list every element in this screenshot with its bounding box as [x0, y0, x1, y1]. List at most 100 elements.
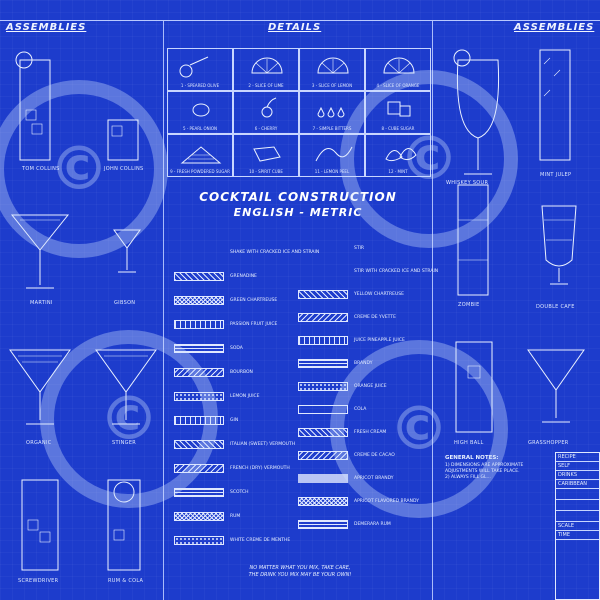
legend-item: WHITE CREME DE MENTHE	[174, 536, 292, 546]
caption-double-cafe: DOUBLE CAFE	[536, 304, 575, 310]
footer-line-2: THE DRINK YOU MIX MAY BE YOUR OWN!	[248, 572, 352, 578]
legend-item: LEMON JUICE	[174, 392, 292, 402]
detail-cell: 6 - CHERRY	[233, 91, 299, 134]
legend-label: STIR	[354, 246, 365, 251]
organic-glass-icon	[9, 349, 71, 425]
legend-item: GREEN CHARTREUSE	[174, 296, 292, 306]
legend-swatch	[298, 428, 348, 438]
legend-item: GRENADINE	[174, 272, 292, 282]
caption-organic: ORGANIC	[26, 440, 52, 446]
recipe-title-block: RECIPE SELF DRINKS CARIBBEAN SCALE TIME	[555, 452, 600, 600]
detail-label: 3 - SLICE OF LEMON	[311, 83, 353, 88]
caption-martini: MARTINI	[30, 300, 53, 306]
legend-swatch	[298, 520, 348, 530]
screwdriver-glass-icon	[21, 479, 59, 571]
legend-swatch	[174, 416, 224, 425]
caption-mint-julep: MINT JULEP	[540, 172, 572, 178]
page-subtitle: ENGLISH - METRIC	[233, 206, 363, 219]
caption-stinger: STINGER	[112, 440, 137, 446]
top-rule	[0, 20, 600, 21]
legend-swatch	[174, 272, 224, 281]
general-notes: GENERAL NOTES: 1) DIMENSIONS ARE APPROXI…	[445, 455, 555, 481]
legend-item: YELLOW CHARTREUSE	[298, 290, 428, 300]
note-line: ADJUSTMENTS WILL TAKE PLACE.	[445, 469, 520, 474]
legend-swatch	[298, 290, 348, 300]
legend-item: STIR	[298, 244, 428, 254]
legend-swatch	[298, 497, 348, 507]
legend-label: CREME DE CACAO	[354, 453, 395, 459]
recipe-row: SELF	[556, 462, 599, 471]
legend-label: FRENCH (DRY) VERMOUTH	[230, 466, 290, 471]
legend-item: DEMERARA RUM	[298, 520, 428, 530]
legend-label: SHAKE WITH CRACKED ICE AND STRAIN	[230, 250, 320, 255]
caption-rum-cola: RUM & COLA	[108, 578, 144, 584]
legend-label: SCOTCH	[230, 490, 249, 495]
legend-swatch	[174, 344, 224, 353]
recipe-row: CARIBBEAN	[556, 480, 599, 489]
lemon-slice-icon	[317, 57, 349, 74]
legend-label: LEMON JUICE	[230, 394, 260, 399]
tom-collins-glass-icon	[15, 51, 51, 161]
legend-label: PASSION FRUIT JUICE	[230, 322, 278, 327]
recipe-row	[556, 489, 599, 500]
legend-label: COLA	[354, 407, 367, 413]
caption-zombie: ZOMBIE	[458, 302, 480, 308]
legend-item: ORANGE JUICE	[298, 382, 428, 392]
detail-cell: 8 - CUBE SUGAR	[365, 91, 431, 134]
header-assemblies-left: ASSEMBLIES	[6, 22, 87, 33]
recipe-row	[556, 500, 599, 511]
caption-tom-collins: TOM COLLINS	[22, 166, 60, 172]
legend-swatch	[298, 336, 348, 346]
detail-cell: 9 - FRESH POWDERED SUGAR	[167, 134, 233, 177]
caption-gibson: GIBSON	[114, 300, 136, 306]
legend-label: ORANGE JUICE	[354, 384, 387, 390]
john-collins-glass-icon	[107, 119, 139, 161]
detail-cell: 11 - LEMON PEEL	[299, 134, 365, 177]
detail-label: 4 - SLICE OF ORANGE	[376, 83, 420, 88]
detail-label: 8 - CUBE SUGAR	[381, 126, 415, 131]
legend-swatch	[174, 440, 224, 449]
legend-label: JUICE PINEAPPLE JUICE	[354, 338, 405, 344]
legend-swatch	[298, 405, 348, 415]
legend-label: APRICOT FLAVORED BRANDY	[354, 499, 419, 505]
rum-cola-glass-icon	[107, 479, 141, 571]
legend-item: PASSION FRUIT JUICE	[174, 320, 292, 330]
legend-label: STIR WITH CRACKED ICE AND STRAIN	[354, 269, 439, 275]
legend-label: APRICOT BRANDY	[354, 476, 394, 482]
legend-item: FRENCH (DRY) VERMOUTH	[174, 464, 292, 474]
detail-cell: 1 - SPEARED OLIVE	[167, 48, 233, 91]
legend-item: SODA	[174, 344, 292, 354]
legend-item: FRESH CREAM	[298, 428, 428, 438]
lemon-peel-icon	[315, 146, 353, 162]
highball-glass-icon	[455, 341, 493, 433]
legend-label: GREEN CHARTREUSE	[230, 298, 278, 303]
legend-item: RUM	[174, 512, 292, 522]
legend-item: BOURBON	[174, 368, 292, 378]
detail-label: 10 - SPIRIT CUBE	[249, 169, 283, 174]
legend-item: GIN	[174, 416, 292, 426]
legend-swatch	[174, 464, 224, 473]
footer-motto: NO MATTER WHAT YOU MIX, TAKE CARE, THE D…	[200, 565, 400, 579]
mint-julep-glass-icon	[539, 49, 571, 161]
caption-screwdriver: SCREWDRIVER	[18, 578, 59, 584]
cherry-icon	[261, 97, 277, 118]
caption-highball: HIGH BALL	[454, 440, 484, 446]
caption-john-collins: JOHN COLLINS	[104, 166, 144, 172]
legend-label: GIN	[230, 418, 239, 423]
grasshopper-glass-icon	[527, 349, 585, 423]
whiskey-sour-glass-icon	[453, 49, 500, 175]
legend-label: WHITE CREME DE MENTHE	[230, 538, 291, 543]
legend-item: BRANDY	[298, 359, 428, 369]
detail-label: 9 - FRESH POWDERED SUGAR	[170, 169, 230, 174]
legend-item: SHAKE WITH CRACKED ICE AND STRAIN	[174, 248, 319, 258]
detail-cell: 10 - SPIRIT CUBE	[233, 134, 299, 177]
bitters-drops-icon	[317, 106, 345, 118]
legend-swatch	[298, 382, 348, 392]
legend-label: BRANDY	[354, 361, 373, 367]
right-assemblies-drawings	[453, 49, 585, 433]
legend-item: COLA	[298, 405, 428, 415]
ice-cube-icon	[253, 146, 281, 162]
legend-item: CREME DE YVETTE	[298, 313, 428, 323]
legend-label: BOURBON	[230, 370, 253, 375]
